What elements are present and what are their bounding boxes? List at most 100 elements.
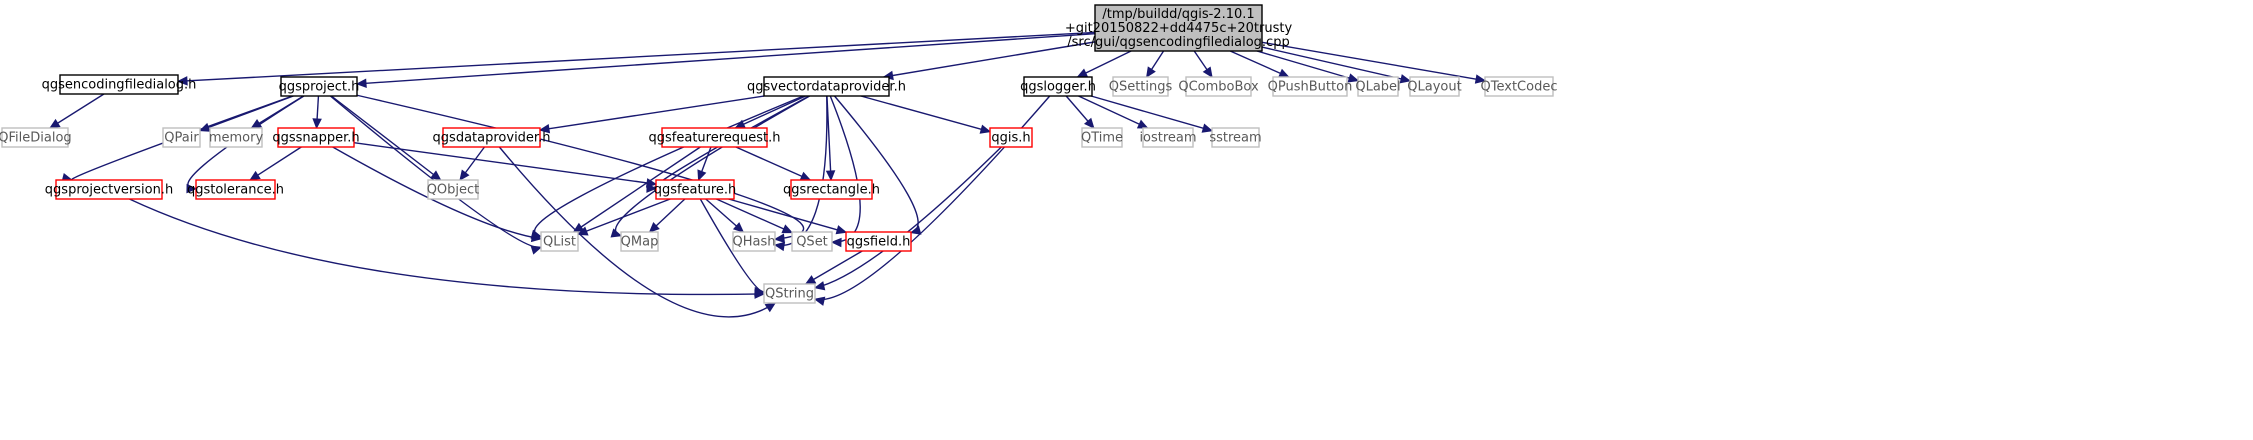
arrowhead <box>813 296 826 306</box>
edge-qgsproject_h-to-QList <box>329 95 543 255</box>
arrowhead <box>1399 74 1412 84</box>
edge-qgsvectordataprovider_h-to-QList <box>530 95 804 239</box>
arrowhead <box>804 275 817 285</box>
edge-qgsvectordataprovider_h-to-qgsfield_h <box>833 95 922 235</box>
node-QPair: QPair <box>162 127 201 148</box>
edge-qgsfeaturerequest_h-to-qgsfeature_h <box>697 146 712 182</box>
node-root[interactable]: /tmp/buildd/qgis-2.10.1+git20150822+dd44… <box>1065 4 1293 52</box>
edge-qgsvectordataprovider_h-to-qgis_h <box>860 95 992 134</box>
edge-qgsvectordataprovider_h-to-qgsfeature_h <box>646 95 810 193</box>
node-qgsdataprovider-h[interactable]: qgsdataprovider.h <box>433 127 551 148</box>
node-box <box>1023 76 1093 97</box>
edge-qgssnapper_h-to-qgstolerance_h <box>249 146 302 181</box>
arrowhead <box>1202 66 1213 79</box>
node-label: QHash <box>733 235 776 250</box>
edge-qgsfeature_h-to-qgsfield_h <box>728 198 848 235</box>
edge-root-to-QSettings <box>1146 50 1165 79</box>
node-label: QFileDialog <box>0 131 72 146</box>
node-label: qgsfield.h <box>847 235 911 250</box>
node-box <box>1211 127 1260 148</box>
node-qgsrectangle-h[interactable]: qgsrectangle.h <box>783 179 880 200</box>
node-box <box>732 231 776 252</box>
edge-root-to-qgslogger_h <box>1076 50 1132 78</box>
node-label: memory <box>209 131 264 146</box>
node-qgsfield-h[interactable]: qgsfield.h <box>845 231 912 252</box>
node-box <box>540 231 579 252</box>
node-box <box>1 127 69 148</box>
node-box <box>1142 127 1194 148</box>
arrowhead <box>648 222 660 233</box>
arrowhead <box>186 183 198 194</box>
node-label: /tmp/buildd/qgis-2.10.1 <box>1102 7 1254 22</box>
node-qgssnapper-h[interactable]: qgssnapper.h <box>272 127 360 148</box>
node-qgslogger-h[interactable]: qgslogger.h <box>1020 76 1096 97</box>
node-box <box>763 76 890 97</box>
node-label: qgsfeature.h <box>654 183 737 198</box>
node-box <box>845 231 912 252</box>
node-label: iostream <box>1139 131 1196 146</box>
node-box <box>763 283 816 304</box>
arrowhead <box>1278 68 1290 78</box>
node-label: qgsvectordataprovider.h <box>747 80 906 95</box>
edge-qgsfeature_h-to-QList <box>576 198 671 236</box>
arrowhead <box>813 281 826 291</box>
edge-root-to-qgsvectordataprovider_h <box>882 41 1096 81</box>
node-box <box>195 179 276 200</box>
edge-qgsfeature_h-to-QMap <box>648 198 686 233</box>
node-label: QObject <box>427 183 480 198</box>
arrowhead <box>530 229 543 239</box>
arrowhead <box>1474 74 1487 84</box>
edge-qgsfeature_h-to-QString <box>699 198 766 297</box>
edge-qgsfeature_h-to-QSet <box>716 198 794 234</box>
edge-qgsvectordataprovider_h-to-qgsrectangle_h <box>825 95 836 182</box>
edge-qgslogger_h-to-sstream <box>1090 95 1214 133</box>
node-qgis-h[interactable]: qgis.h <box>989 127 1033 148</box>
edge-qgsvectordataprovider_h-to-qgsdataprovider_h <box>538 95 765 134</box>
node-label: qgslogger.h <box>1020 80 1096 95</box>
node-label: QTime <box>1081 131 1123 146</box>
node-box <box>790 179 873 200</box>
edge-root-to-QPushButton <box>1229 50 1290 78</box>
edge-qgsvectordataprovider_h-to-QHash <box>773 95 828 252</box>
node-qgstolerance-h[interactable]: qgstolerance.h <box>187 179 284 200</box>
arrowhead <box>249 170 261 181</box>
node-label: QPushButton <box>1268 80 1353 95</box>
arrowhead <box>909 225 922 235</box>
arrowhead <box>1083 117 1095 129</box>
node-box <box>1112 76 1169 97</box>
edge-qgsvectordataprovider_h-to-QMap <box>610 95 811 238</box>
node-QFileDialog: QFileDialog <box>0 127 72 148</box>
node-label: QTextCodec <box>1481 80 1558 95</box>
node-label: QString <box>765 287 814 302</box>
node-box <box>1409 76 1460 97</box>
arrowhead <box>576 226 589 236</box>
edge-qgsproject_h-to-QHash <box>356 94 805 243</box>
node-label: qgsfeaturerequest.h <box>649 131 781 146</box>
edge-qgsfeaturerequest_h-to-qgsrectangle_h <box>735 146 812 181</box>
edge-root-to-qgsproject_h <box>355 32 1096 89</box>
arrowhead <box>355 78 367 89</box>
node-box <box>1094 4 1263 52</box>
node-QPushButton: QPushButton <box>1268 76 1353 97</box>
node-box <box>59 74 179 95</box>
node-qgsprojectversion-h[interactable]: qgsprojectversion.h <box>45 179 173 200</box>
edge-qgslogger_h-to-QTime <box>1065 95 1095 129</box>
arrowhead <box>697 169 707 182</box>
node-label: /src/gui/qgsencodingfiledialog.cpp <box>1067 35 1289 50</box>
node-box <box>791 231 833 252</box>
node-box <box>655 179 735 200</box>
node-qgsfeature-h[interactable]: qgsfeature.h <box>654 179 737 200</box>
edge-qgsencodingfiledialog_h-to-QFileDialog <box>49 93 105 129</box>
node-box <box>442 127 541 148</box>
node-qgsencodingfiledialog-h[interactable]: qgsencodingfiledialog.h <box>42 74 197 95</box>
node-label: qgsencodingfiledialog.h <box>42 78 197 93</box>
node-label: qgsprojectversion.h <box>45 183 173 198</box>
edge-qgsproject_h-to-QObject <box>330 95 442 181</box>
edge-qgsfeature_h-to-QHash <box>705 198 745 233</box>
node-label: QSet <box>796 235 828 250</box>
arrowhead <box>198 122 211 132</box>
node-QSet: QSet <box>791 231 833 252</box>
node-qgsfeaturerequest-h[interactable]: qgsfeaturerequest.h <box>649 127 781 148</box>
node-qgsproject-h[interactable]: qgsproject.h <box>279 76 360 97</box>
node-qgsvectordataprovider-h[interactable]: qgsvectordataprovider.h <box>747 76 906 97</box>
